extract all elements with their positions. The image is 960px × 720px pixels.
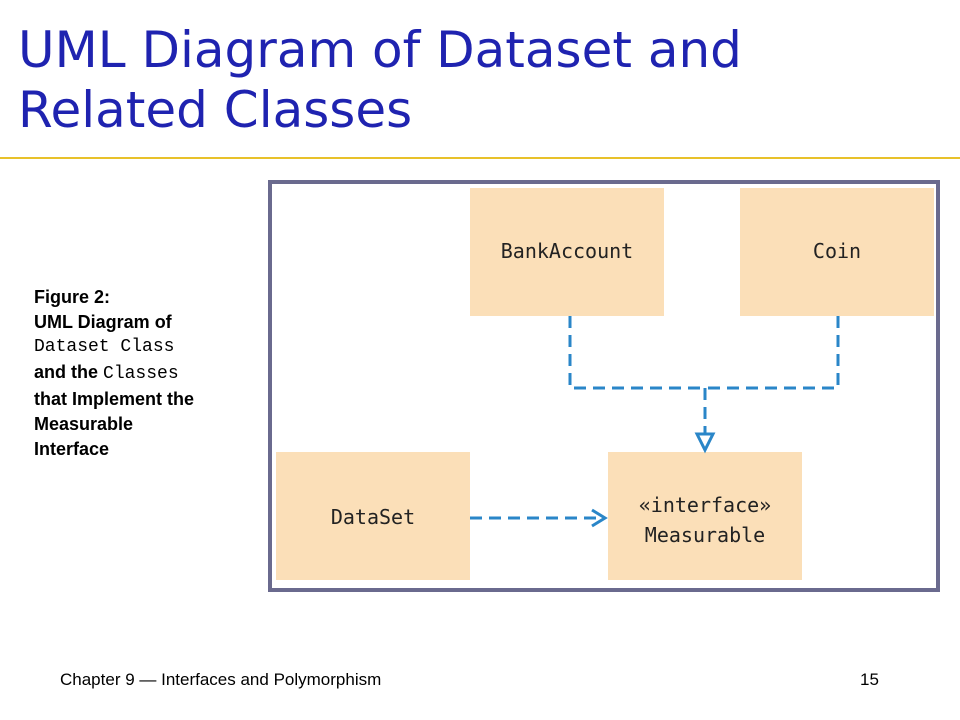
page-number: 15	[860, 670, 879, 689]
realization-line-bankaccount	[568, 316, 705, 390]
figure-caption: Figure 2: UML Diagram of Dataset Class a…	[34, 285, 264, 462]
caption-line: UML Diagram of	[34, 312, 172, 332]
class-name-coin: Coin	[813, 239, 861, 263]
title-divider	[0, 157, 960, 159]
class-box-dataset	[276, 452, 470, 580]
caption-line: Interface	[34, 439, 110, 459]
realization-arrowhead	[694, 432, 716, 454]
caption-code-dataset-class: Dataset Class	[34, 337, 175, 357]
caption-text: and the	[34, 362, 104, 382]
caption-line: that Implement the	[34, 389, 195, 409]
class-box-bankaccount	[470, 188, 664, 316]
caption-code-classes: Classes	[103, 364, 179, 384]
class-name-dataset: DataSet	[331, 505, 415, 529]
slide-title: UML Diagram of Dataset and Related Class…	[18, 21, 742, 139]
footer-chapter-title: Chapter 9 — Interfaces and Polymorphism	[60, 670, 382, 689]
class-box-measurable	[608, 452, 802, 580]
caption-line: and the Classes	[34, 360, 264, 387]
dependency-arrowhead	[591, 508, 608, 528]
caption-line: Measurable	[34, 414, 134, 434]
realization-line-coin	[705, 316, 840, 390]
class-name-bankaccount: BankAccount	[501, 239, 633, 263]
interface-name-measurable: Measurable	[645, 523, 765, 547]
interface-stereotype: «interface»	[639, 493, 771, 517]
caption-figure-number: Figure 2:	[34, 287, 111, 307]
uml-diagram-canvas: BankAccount Coin DataSet «interface» Mea…	[276, 188, 934, 580]
uml-diagram: BankAccount Coin DataSet «interface» Mea…	[268, 180, 940, 592]
class-box-coin	[740, 188, 934, 316]
